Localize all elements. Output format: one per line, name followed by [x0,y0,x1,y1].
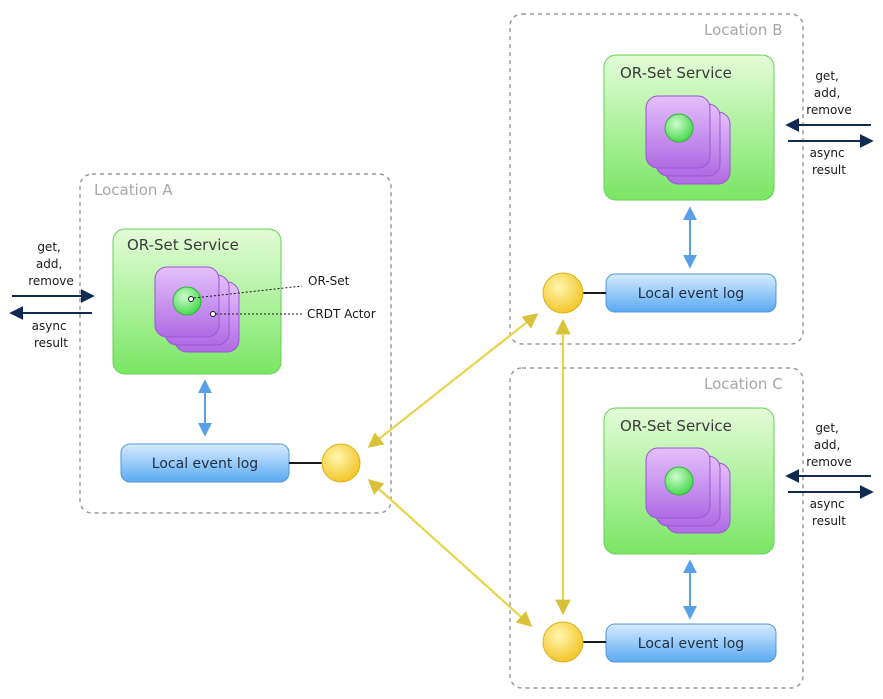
location-c: Location C OR-Set Service Local event lo… [509,367,874,689]
location-b-label: Location B [704,21,783,39]
location-c-boundary [509,367,804,689]
location-b-crdt-actor-stack [645,95,731,185]
location-a-label: Location A [94,181,173,199]
orset-callout-dot [188,296,194,302]
location-b-result-label: async result [810,146,849,177]
location-b-service-title: OR-Set Service [620,64,732,82]
location-c-result-label: async result [810,497,849,528]
location-a-ops-label: get, add, remove [28,240,74,288]
location-a-service-title: OR-Set Service [127,236,239,254]
location-a-orset-circle [172,286,202,316]
location-c-service-title: OR-Set Service [620,417,732,435]
replication-arrow-a-c [367,478,533,628]
location-c-label: Location C [704,375,783,393]
location-c-event-log-label: Local event log [638,636,744,652]
location-c-orset-circle [664,466,694,496]
location-a-replication-endpoint [321,443,361,483]
location-b: Location B OR-Set Service Local event lo… [509,13,874,345]
location-a-event-log-label: Local event log [152,456,258,472]
location-a-result-label: async result [32,319,71,350]
replication-links [367,313,571,628]
replication-arrow-a-b [367,313,539,448]
crdt-actor-callout-dot [210,311,216,317]
location-b-boundary [509,13,804,345]
location-c-ops-label: get, add, remove [806,421,852,469]
crdt-actor-callout-label: CRDT Actor [307,307,376,321]
location-a: Location A OR-Set Service OR-Set CRDT Ac… [9,173,392,514]
location-c-replication-endpoint [542,621,584,663]
location-b-event-log-label: Local event log [638,286,744,302]
location-b-ops-label: get, add, remove [806,69,852,117]
location-b-replication-endpoint [542,272,584,314]
orset-callout-label: OR-Set [308,274,350,288]
location-b-orset-circle [664,113,694,143]
